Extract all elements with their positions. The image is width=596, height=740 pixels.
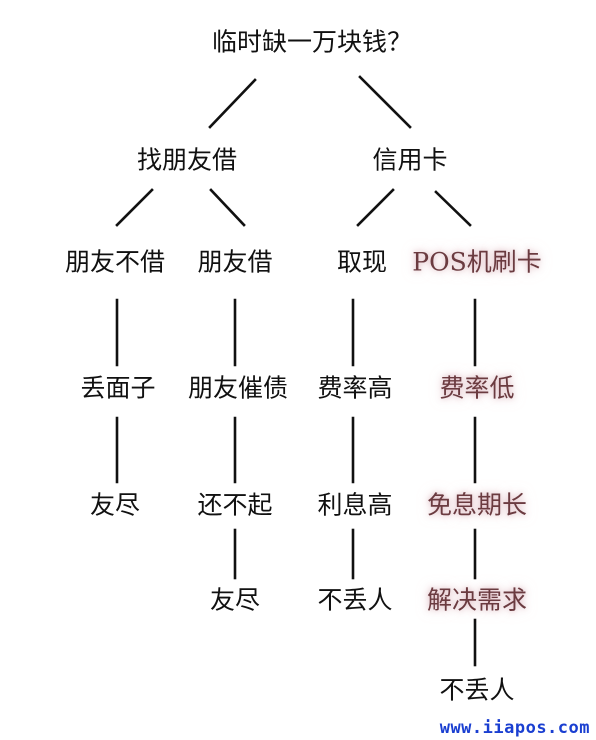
node-no-shame-2: 不丢人 — [439, 675, 515, 705]
edge-friend-lend — [209, 188, 246, 227]
root-question: 临时缺一万块钱？ — [211, 27, 413, 57]
branch-borrow-friend: 找朋友借 — [136, 145, 238, 175]
node-lose-face: 丢面子 — [80, 373, 156, 403]
branch-credit-card: 信用卡 — [372, 145, 448, 175]
node-high-interest: 利息高 — [317, 490, 393, 520]
edge-card-cash — [356, 188, 395, 227]
edge-card-pos — [434, 190, 472, 227]
node-friend-collects: 朋友催债 — [187, 373, 289, 403]
node-long-free-period: 免息期长 — [426, 490, 528, 520]
node-friendship-over-2: 友尽 — [209, 585, 261, 615]
node-friend-lends: 朋友借 — [197, 247, 273, 277]
watermark-url: www.iiapos.com — [439, 718, 590, 738]
node-low-fee: 费率低 — [439, 373, 515, 403]
node-needs-solved: 解决需求 — [426, 585, 528, 615]
edge-root-friend — [208, 78, 257, 129]
node-high-fee: 费率高 — [317, 373, 393, 403]
node-friendship-over-1: 友尽 — [89, 490, 141, 520]
edge-friend-nolend — [115, 188, 154, 227]
node-cash-withdrawal: 取现 — [336, 247, 388, 277]
edge-root-card — [358, 75, 412, 129]
node-pos-swipe: POS机刷卡 — [412, 247, 542, 277]
node-cannot-repay: 还不起 — [197, 490, 273, 520]
node-friend-refuses: 朋友不借 — [64, 247, 166, 277]
node-no-shame-1: 不丢人 — [317, 585, 393, 615]
